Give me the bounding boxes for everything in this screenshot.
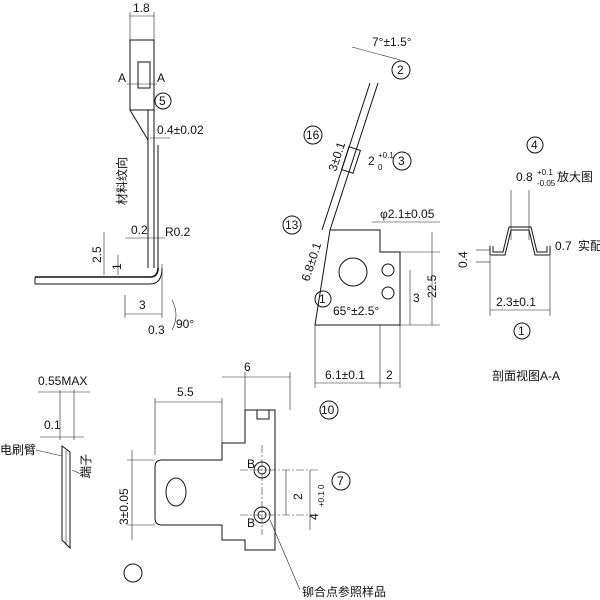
angled-view: 7°±1.5° 2 16 3±0.1 2 +0.1 0 3 13 6.8±0.1… — [282, 35, 440, 420]
terminal-label: 端子 — [79, 454, 93, 478]
mark-b1: B — [247, 457, 255, 471]
dim-2-5: 2.5 — [90, 246, 104, 263]
balloon-5-label: 5 — [159, 94, 166, 108]
dim-1: 1 — [110, 263, 124, 270]
dim-6-1-tol: 6.1±0.1 — [325, 368, 365, 382]
dim-0-4: 0.4 — [456, 251, 470, 268]
side-view: 1.8 A A 5 0.4±0.02 材料纹向 0.2 R0.2 2.5 1 — [34, 1, 204, 337]
dim-2: 2 — [291, 493, 305, 500]
dim-2-tol-lower: 0 — [378, 163, 383, 172]
dim-2-tol: 2 — [368, 154, 375, 168]
actual-fit-label: 实配 — [578, 238, 600, 253]
balloon-7 — [331, 471, 351, 491]
angle-7-tol: 7°±1.5° — [372, 35, 412, 49]
balloon-4 — [526, 136, 544, 154]
dim-6: 6 — [244, 360, 251, 374]
balloon-1-section — [513, 322, 531, 340]
plan-view: 5.5 6 B B 2 4 +0.1 0 7 3±0.05 铆合点参照样品 — [117, 360, 386, 599]
dim-0-7: 0.7 — [555, 239, 572, 253]
thickness-dim: 0.4±0.02 — [157, 123, 204, 137]
dim-4: 4 — [307, 513, 321, 520]
dim-0-8: 0.8 — [516, 170, 533, 184]
hole-dim: φ2.1±0.05 — [380, 207, 435, 221]
balloon-13 — [282, 215, 302, 235]
balloon-16-label: 16 — [306, 128, 320, 142]
balloon-2 — [391, 60, 411, 80]
dim-0-8-lower: -0.05 — [537, 179, 556, 188]
section-mark-left: A — [118, 71, 126, 85]
section-mark-right: A — [157, 71, 165, 85]
dim-3-0-05: 3±0.05 — [117, 488, 131, 525]
radius-label: R0.2 — [165, 225, 191, 239]
dim-2-3-tol: 2.3±0.1 — [496, 295, 536, 309]
section-view: 4 0.8 +0.1 -0.05 放大图 0.4 0.7 实配 2.3±0.1 … — [456, 136, 600, 383]
balloon-1-section-label: 1 — [518, 324, 525, 338]
dim-5-5: 5.5 — [177, 385, 194, 399]
dim-4-tol: +0.1 0 — [317, 484, 326, 507]
enlarged-label: 放大图 — [557, 169, 593, 184]
angle-90: 90° — [176, 317, 194, 331]
balloon-blank — [123, 563, 143, 583]
balloon-5 — [154, 92, 172, 110]
dim-6-8-tol: 6.8±0.1 — [299, 240, 325, 283]
angle-65: 65°±2.5° — [333, 304, 379, 318]
balloon-1-label: 1 — [319, 292, 326, 306]
material-direction-note: 材料纹向 — [114, 157, 129, 205]
balloon-3 — [392, 151, 412, 171]
rivet-note: 铆合点参照样品 — [302, 584, 386, 599]
balloon-13-label: 13 — [285, 218, 299, 232]
dim-0-3: 0.3 — [148, 323, 165, 337]
balloon-1 — [314, 290, 332, 308]
dim-top-width: 1.8 — [133, 1, 150, 15]
dim-0-1: 0.1 — [44, 418, 61, 432]
balloon-3-label: 3 — [398, 154, 405, 168]
dim-3-right: 3 — [413, 291, 420, 305]
dim-2-tol-upper: +0.1 — [378, 151, 394, 160]
section-caption: 剖面视图A-A — [492, 368, 560, 383]
brush-arm-label: 电刷臂 — [0, 443, 36, 457]
dim-3-tol: 3±0.1 — [326, 140, 349, 173]
balloon-10 — [319, 400, 339, 420]
mark-b2: B — [247, 516, 255, 530]
balloon-16 — [303, 125, 323, 145]
balloon-10-label: 10 — [321, 403, 335, 417]
balloon-2-label: 2 — [397, 63, 404, 77]
max-thickness: 0.55MAX — [38, 374, 87, 388]
balloon-7-label: 7 — [337, 474, 344, 488]
terminal-hole — [165, 477, 187, 507]
dim-2-bottom: 2 — [386, 368, 393, 382]
brush-view: 0.55MAX 0.1 电刷臂 端子 — [0, 374, 93, 550]
dim-0-2: 0.2 — [131, 223, 148, 237]
dim-0-8-upper: +0.1 — [537, 168, 553, 177]
hole-circle — [338, 257, 368, 287]
dim-22-5: 22.5 — [425, 274, 439, 298]
balloon-4-label: 4 — [531, 138, 538, 152]
dim-3: 3 — [139, 298, 146, 312]
